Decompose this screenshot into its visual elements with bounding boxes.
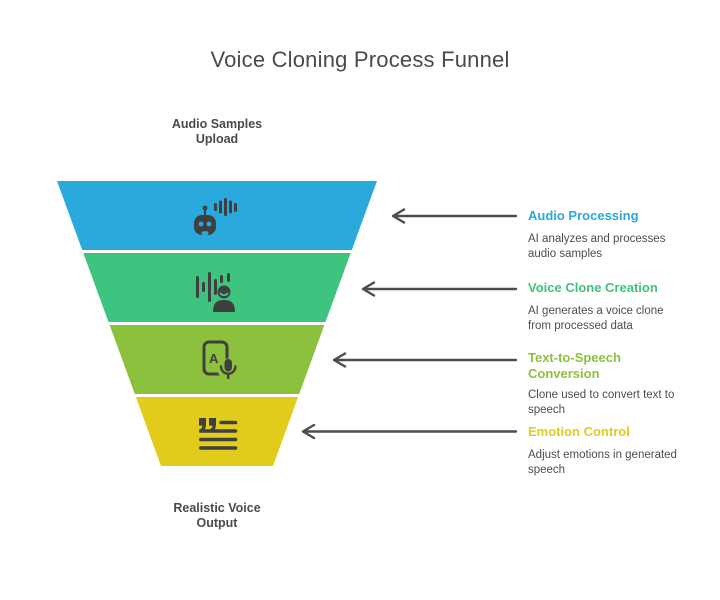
page-title: Voice Cloning Process Funnel xyxy=(210,47,510,72)
funnel-input-label: Audio Samples Upload xyxy=(171,117,263,146)
funnel-stage-2-shape xyxy=(83,253,351,322)
stage-description-text-to-speech-conversion: Clone used to convert text to speech xyxy=(528,389,675,416)
waveform-person-icon xyxy=(196,272,235,312)
stage-heading-emotion-control: Emotion Control xyxy=(528,424,630,439)
funnel-stage-3-shape xyxy=(109,325,325,394)
stage-description-voice-clone-creation: AI generates a voice clone from processe… xyxy=(528,305,664,332)
arrow-stage-4 xyxy=(301,423,518,440)
quote-lines-icon xyxy=(199,418,238,450)
arrow-stage-3 xyxy=(332,352,518,368)
arrow-stage-2 xyxy=(361,281,518,297)
robot-voice-icon xyxy=(194,198,237,235)
funnel-output-label: Realistic Voice Output xyxy=(173,501,261,530)
stage-description-emotion-control: Adjust emotions in generated speech xyxy=(528,449,677,476)
stage-heading-text-to-speech-conversion: Text-to-Speech Conversion xyxy=(528,350,621,381)
document-letter: A xyxy=(209,351,219,366)
stage-description-audio-processing: AI analyzes and processes audio samples xyxy=(528,233,666,260)
stage-heading-audio-processing: Audio Processing xyxy=(528,208,639,223)
stage-heading-voice-clone-creation: Voice Clone Creation xyxy=(528,280,658,295)
funnel-stage-1-shape xyxy=(57,181,377,250)
document-mic-icon: A xyxy=(202,340,239,380)
arrow-stage-1 xyxy=(391,208,518,224)
